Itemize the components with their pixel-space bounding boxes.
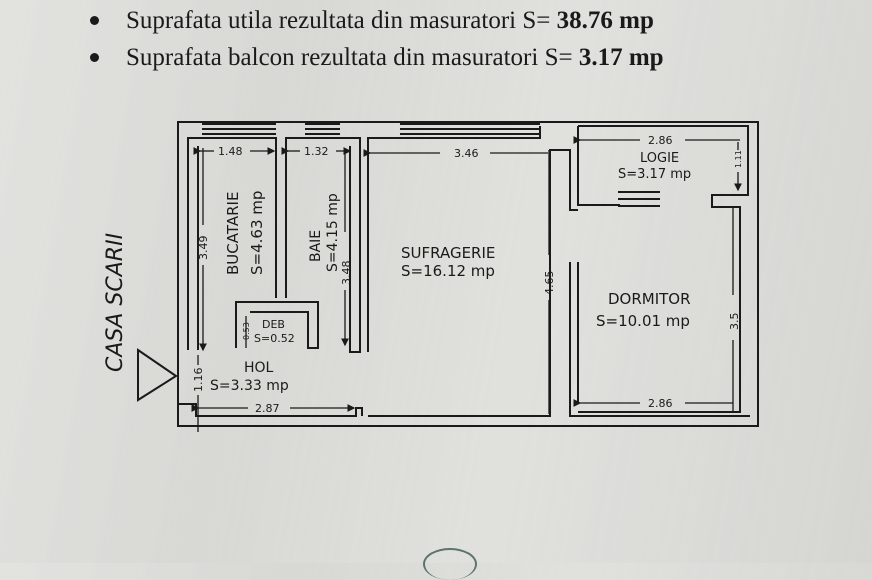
walls: [177, 121, 759, 427]
dim-dormitor-width: 2.86: [648, 397, 673, 410]
dim-hol-width: 2.87: [255, 402, 280, 415]
bullet-icon: [90, 16, 99, 25]
staircase-label: CASA SCARII: [103, 233, 128, 372]
room-name-hol: HOL: [244, 360, 274, 376]
balcony-area-line: Suprafata balcon rezultata din masurator…: [86, 39, 664, 76]
window-bucatarie: [202, 123, 276, 135]
room-name-dormitor: DORMITOR: [608, 290, 691, 308]
dim-logie-length: 1.11: [734, 150, 743, 168]
room-area-hol: S=3.33 mp: [210, 378, 289, 394]
usable-area-line: Suprafata utila rezultata din masuratori…: [86, 2, 664, 39]
room-area-logie: S=3.17 mp: [618, 167, 691, 182]
floor-plan: 1.48 1.32 3.46 2.86 2.86 2.87 3.49 3.48 …: [103, 121, 759, 432]
dim-bucatarie-width: 1.48: [218, 145, 243, 158]
room-name-sufragerie: SUFRAGERIE: [401, 244, 495, 262]
stamp-icon: [423, 548, 477, 580]
entrance-arrow-icon: [137, 348, 178, 402]
room-area-dormitor: S=10.01 mp: [596, 312, 690, 330]
room-area-deb: S=0.52: [254, 332, 295, 345]
usable-area-value: 38.76 mp: [556, 7, 654, 34]
room-name-bucatarie: BUCATARIE: [224, 192, 242, 275]
room-name-deb: DEB: [262, 318, 285, 331]
window-baie: [305, 123, 340, 135]
room-area-baie: S=4.15 mp: [325, 193, 341, 272]
dim-logie-width: 2.86: [648, 134, 673, 147]
dim-baie-length: 3.48: [340, 261, 353, 286]
usable-area-label: Suprafata utila rezultata din masuratori…: [126, 7, 557, 34]
dim-dormitor-length: 3.5: [728, 313, 741, 331]
window-logie: [618, 191, 660, 207]
balcony-area-value: 3.17 mp: [578, 44, 664, 71]
dim-bucatarie-length: 3.49: [197, 236, 210, 261]
dimension-labels: 1.48 1.32 3.46 2.86 2.86 2.87 3.49 3.48 …: [192, 134, 743, 415]
room-labels: BUCATARIE S=4.63 mp BAIE S=4.15 mp DEB S…: [210, 151, 691, 394]
area-summary: Suprafata utila rezultata din masuratori…: [86, 2, 664, 76]
room-area-sufragerie: S=16.12 mp: [401, 262, 495, 280]
dimension-lines: [191, 136, 742, 432]
dim-baie-width: 1.32: [304, 145, 329, 158]
room-name-logie: LOGIE: [640, 151, 679, 166]
window-sufragerie: [400, 123, 540, 135]
room-name-baie: BAIE: [308, 230, 324, 262]
dim-deb: 0.53: [242, 322, 251, 340]
dim-sufragerie-length: 4.65: [543, 271, 556, 296]
dim-hol-length: 1.16: [192, 368, 205, 393]
bullet-icon: [90, 53, 99, 62]
dim-sufragerie-width: 3.46: [454, 147, 479, 160]
balcony-area-label: Suprafata balcon rezultata din masurator…: [126, 44, 579, 71]
room-area-bucatarie: S=4.63 mp: [248, 191, 266, 275]
